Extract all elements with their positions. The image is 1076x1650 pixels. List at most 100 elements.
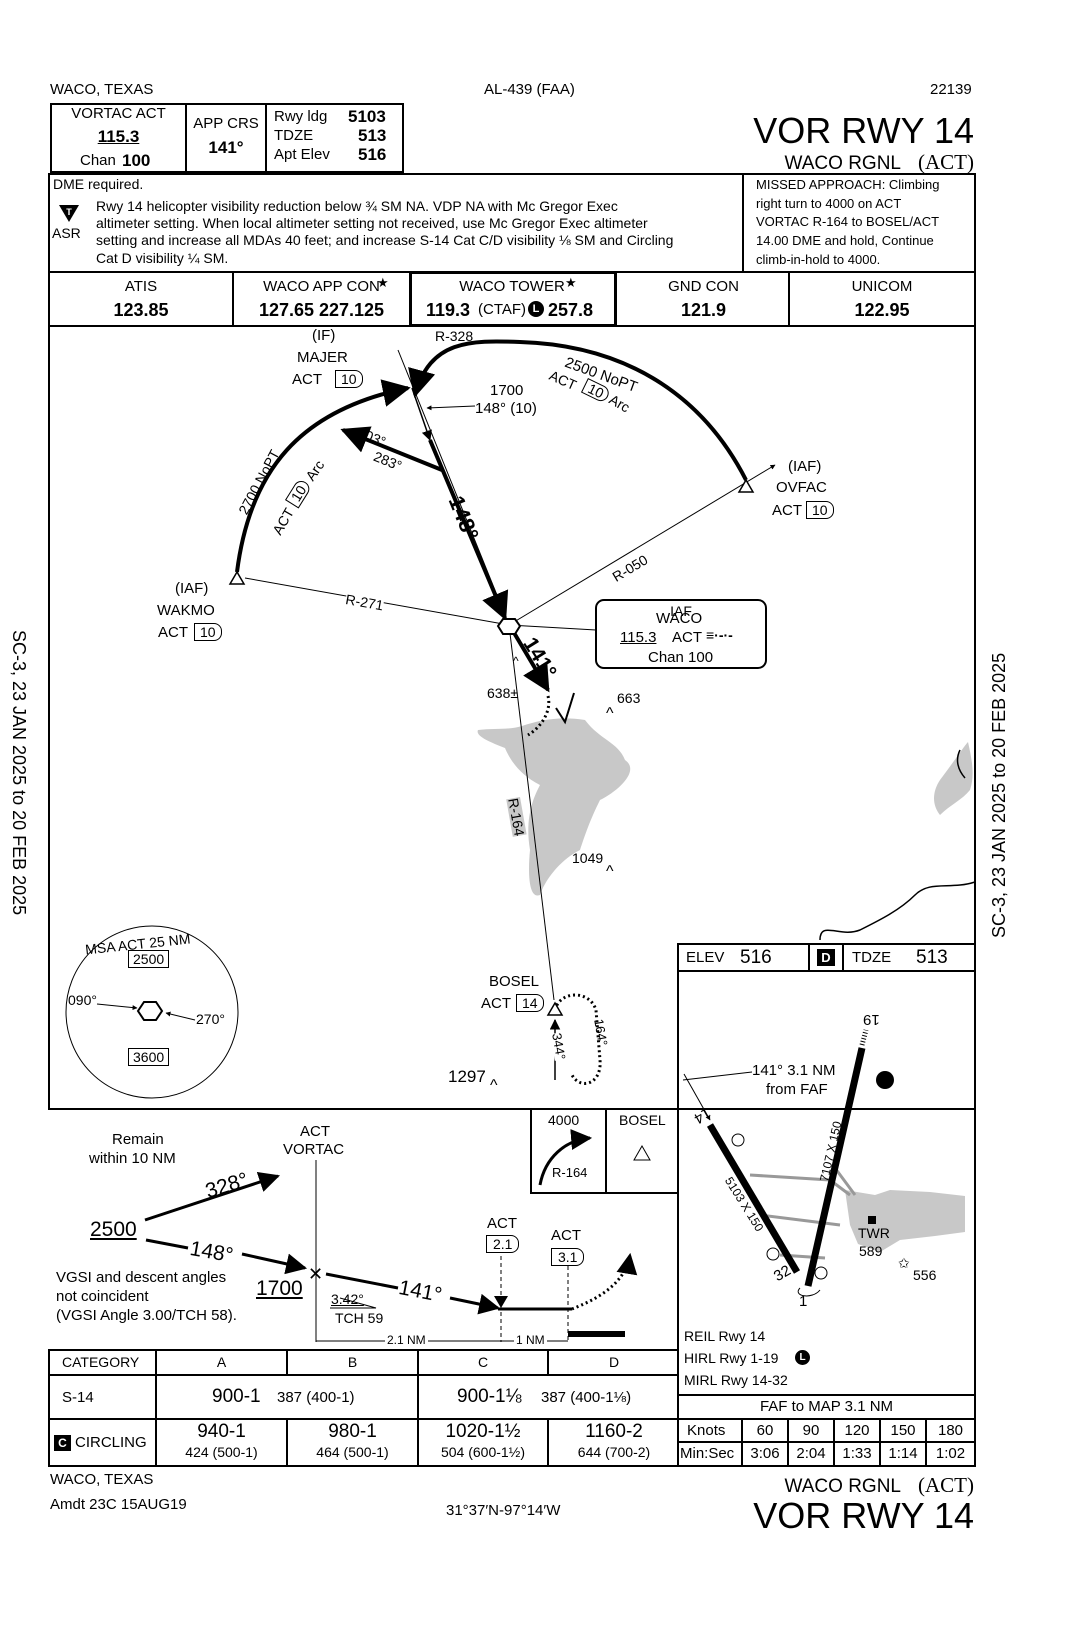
profile-141-leg xyxy=(449,1293,501,1315)
app-con-freq: 127.65 227.125 xyxy=(258,300,385,320)
missed-line-2: right turn to 4000 on ACT xyxy=(756,196,902,211)
majer-act: ACT xyxy=(292,371,322,388)
circling-c-mda: 1020-1½ xyxy=(445,1421,521,1442)
waco-vortac-icon xyxy=(496,618,522,635)
tower-icon xyxy=(868,1216,876,1224)
vgsi-angle: 3.42° xyxy=(331,1291,364,1307)
papi-icon xyxy=(766,1247,780,1261)
obstacle-1297: 1297 xyxy=(448,1067,486,1086)
missed-line-4: 14.00 DME and hold, Continue xyxy=(756,233,934,248)
runway-1-19 xyxy=(804,1047,866,1287)
diagram-elev-value: 516 xyxy=(740,947,772,968)
tower-star-icon: ★ xyxy=(565,275,577,290)
vgsi-angle-icon xyxy=(330,1297,377,1309)
waco-callout-box xyxy=(595,599,767,669)
waco-act: ACT xyxy=(672,629,702,646)
wakmo-iaf-label: (IAF) xyxy=(175,580,209,597)
nav-info-box xyxy=(50,103,404,173)
vortac-cross-icon: ✕ xyxy=(308,1264,323,1284)
time-60: 3:06 xyxy=(750,1445,780,1462)
majer-dme: 10 xyxy=(335,370,363,388)
ovfac-fix-icon xyxy=(737,478,755,493)
obstacle-556: 556 xyxy=(913,1267,937,1283)
margin-dates-left: SC-3, 23 JAN 2025 to 20 FEB 2025 xyxy=(9,630,29,916)
circling-c-icon: C xyxy=(54,1435,71,1451)
app-crs-value: 141° xyxy=(208,138,244,157)
s14-label: S-14 xyxy=(62,1389,94,1406)
profile-alt-1700: 1700 xyxy=(256,1277,303,1300)
obstacle-icon: ^ xyxy=(490,1077,498,1094)
airport-code: (ACT) xyxy=(918,150,974,174)
time-90: 2:04 xyxy=(796,1445,826,1462)
radial-050 xyxy=(508,464,776,626)
profile-vortac: VORTAC xyxy=(283,1141,345,1158)
minsec-label: Min:Sec xyxy=(680,1445,735,1462)
footer-title: VOR RWY 14 xyxy=(753,1495,974,1536)
msa-circle xyxy=(65,925,239,1099)
papi-icon xyxy=(814,1266,828,1280)
missed-approach-icons xyxy=(530,1108,679,1194)
lighting-l-icon: L xyxy=(528,301,544,317)
atis-label: ATIS xyxy=(124,278,158,295)
dme-arc-ne xyxy=(408,339,748,481)
msa-270: 270° xyxy=(196,1011,225,1027)
tower-label: WACO TOWER xyxy=(459,278,565,295)
fix-2-1-act: ACT xyxy=(487,1215,517,1232)
ovfac-label: OVFAC xyxy=(776,479,827,496)
waco-chan: Chan 100 xyxy=(648,649,714,666)
s14-cd-mda: 900-1⅛ xyxy=(457,1386,522,1407)
wakmo-label: WAKMO xyxy=(157,602,215,619)
circling-b-hat: 464 (500-1) xyxy=(316,1444,389,1460)
msa-090: 090° xyxy=(68,992,97,1008)
course-148 xyxy=(428,439,509,621)
tower-freq: 119.3 xyxy=(426,300,471,320)
atis-freq: 123.85 xyxy=(113,300,169,320)
procedure-id: AL-439 (FAA) xyxy=(484,81,575,98)
profile-328-leg xyxy=(144,1171,280,1222)
tower-label-diagram: TWR xyxy=(858,1225,890,1241)
remain-label-2: within 10 NM xyxy=(89,1150,176,1167)
apt-elev-value: 516 xyxy=(358,145,387,164)
vortac-label: VORTAC ACT xyxy=(71,105,166,122)
bosel-act: ACT xyxy=(481,995,511,1012)
category-a: A xyxy=(216,1354,227,1370)
timing-title: FAF to MAP 3.1 NM xyxy=(759,1398,894,1415)
course-141 xyxy=(508,624,550,693)
lighting-reil: REIL Rwy 14 xyxy=(684,1328,766,1344)
radial-164 xyxy=(508,624,555,1001)
missed-line-5: climb-in-hold to 4000. xyxy=(756,252,881,267)
diagram-elev-label: ELEV xyxy=(686,949,725,966)
vgsi-note-1: VGSI and descent angles xyxy=(56,1269,227,1286)
fix-3-1-act: ACT xyxy=(551,1227,581,1244)
waco-morse: ≡·-·- xyxy=(706,627,733,643)
fix-3-1-dme: 3.1 xyxy=(551,1248,585,1266)
footer-location: WACO, TEXAS xyxy=(50,1471,154,1488)
note-line-1: Rwy 14 helicopter visibility reduction b… xyxy=(96,198,618,214)
unicom-label: UNICOM xyxy=(851,278,913,295)
profile-alt-2500: 2500 xyxy=(90,1218,137,1241)
wakmo-dme: 10 xyxy=(194,623,222,641)
missed-climb-path xyxy=(571,1252,638,1311)
ovfac-dme: 10 xyxy=(806,501,834,519)
profile-1700-leg xyxy=(325,1272,399,1290)
time-150: 1:14 xyxy=(888,1445,918,1462)
obstacle-icon: ^ xyxy=(606,705,614,722)
circling-d-hat: 644 (700-2) xyxy=(577,1444,651,1460)
vgsi-tch: TCH 59 xyxy=(335,1310,384,1326)
ctaf-note: (CTAF) xyxy=(478,301,527,318)
msa-sector-2500: 2500 xyxy=(128,950,170,968)
no-wx-triangle-icon: T xyxy=(59,205,79,222)
minimums-table xyxy=(48,1349,679,1467)
s14-cd-hat: 387 (400-1⅛) xyxy=(541,1389,632,1406)
note-line-4: Cat D visibility ¼ SM. xyxy=(96,250,229,266)
header-location: WACO, TEXAS xyxy=(50,81,154,98)
r328-label: R-328 xyxy=(435,328,474,344)
faf-note-1: 141° 3.1 NM xyxy=(752,1062,836,1079)
category-b: B xyxy=(347,1354,358,1370)
diagram-tdze-value: 513 xyxy=(916,947,948,968)
msa-divider xyxy=(165,1011,196,1021)
margin-dates-right: SC-3, 23 JAN 2025 to 20 FEB 2025 xyxy=(989,652,1009,938)
waco-frequency: 115.3 xyxy=(620,629,657,646)
profile-148-leg xyxy=(145,1238,189,1250)
